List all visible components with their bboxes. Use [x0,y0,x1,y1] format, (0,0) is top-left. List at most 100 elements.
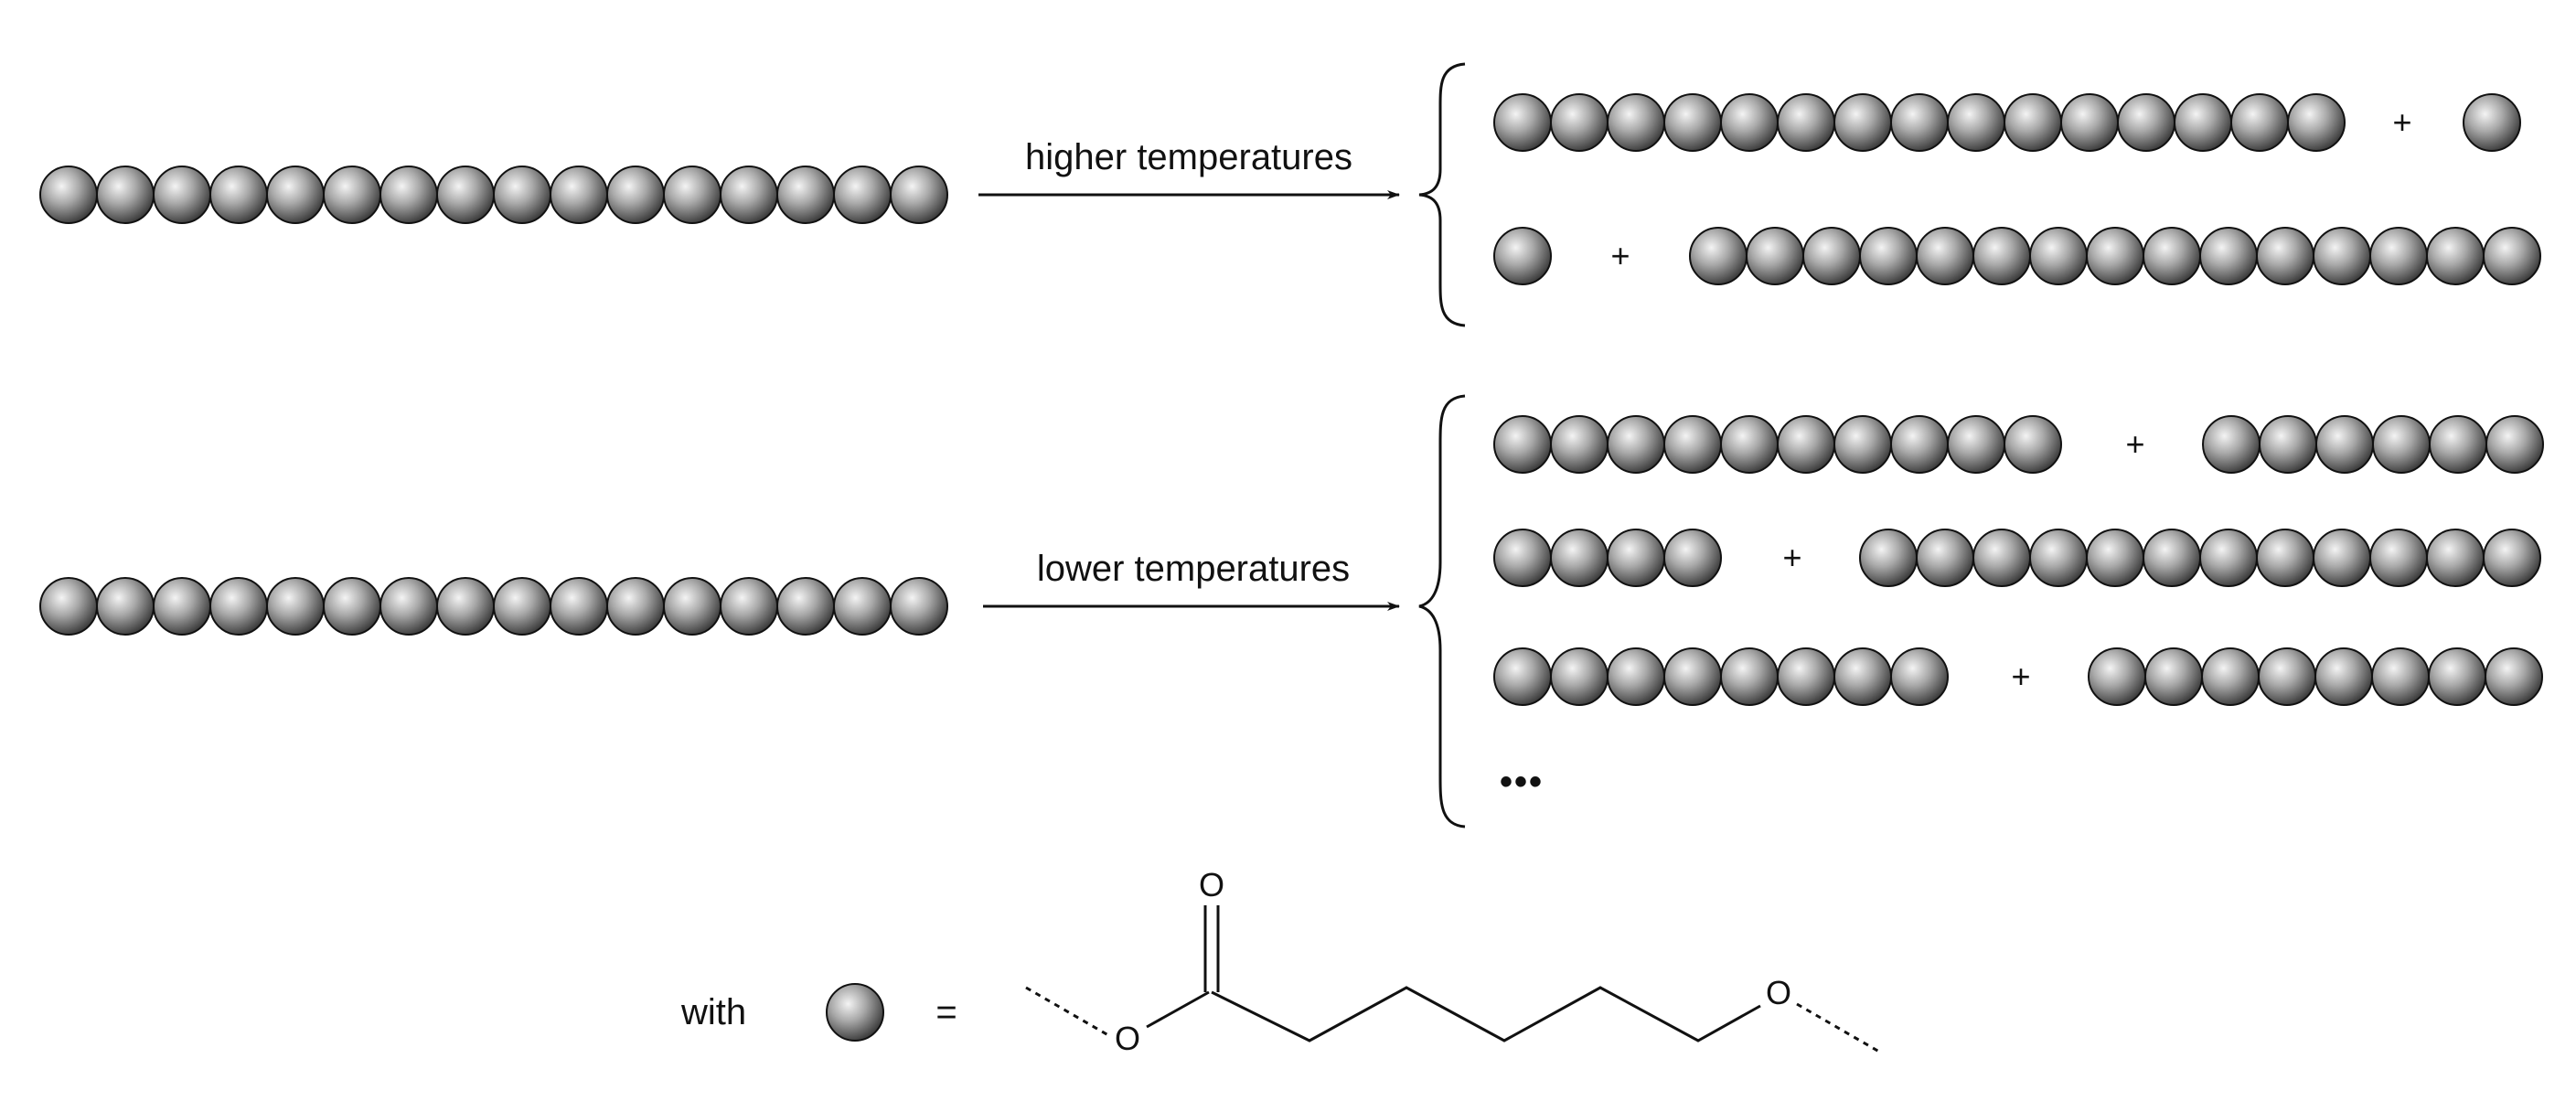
monomer-bead [153,166,211,224]
monomer-bead [2313,529,2371,587]
monomer-bead [1777,647,1835,706]
monomer-bead [1550,647,1609,706]
monomer-bead [1607,529,1665,587]
plus-sign: + [2011,657,2030,695]
product-chain-left [1493,93,2346,152]
monomer-bead [2256,529,2314,587]
dashed-bond-right [1796,1002,1880,1053]
monomer-bead [1833,415,1892,474]
monomer-bead [833,166,892,224]
ether-oxygen-label: O [1766,974,1791,1011]
monomer-bead [1802,227,1861,285]
product-brace-lower [1418,394,1466,828]
monomer-bead [96,577,155,636]
alkyl-chain [1211,986,1761,1042]
monomer-bead [2143,227,2201,285]
monomer-bead [890,577,948,636]
monomer-bead [776,577,835,636]
reaction-lower-temperatures: lower temperatures + + + ••• [39,394,2544,828]
product-chain-left [1493,415,2062,474]
monomer-bead [2314,647,2373,706]
monomer-bead [1689,227,1748,285]
monomer-bead [550,166,608,224]
monomer-bead [1972,227,2031,285]
monomer-bead [2201,647,2260,706]
monomer-bead [1972,529,2031,587]
product-chain-right [2202,415,2544,474]
monomer-bead [2313,227,2371,285]
monomer-bead [209,166,268,224]
monomer-bead [1720,415,1779,474]
monomer-bead [1493,647,1552,706]
monomer-bead [550,577,608,636]
monomer-bead [1777,415,1835,474]
monomer-bead [833,577,892,636]
monomer-bead [1746,227,1804,285]
monomer-bead [606,577,665,636]
monomer-bead [2426,529,2485,587]
monomer-bead [1663,415,1722,474]
product-brace-higher [1418,62,1466,327]
monomer-bead [1663,529,1722,587]
product-chain-right [1859,529,2541,587]
reaction-higher-temperatures: higher temperatures + + [39,62,2541,327]
monomer-bead [2199,529,2258,587]
monomer-bead [2369,227,2428,285]
monomer-bead [2144,647,2203,706]
ester-bond [1146,990,1210,1029]
legend-equals: = [935,992,957,1032]
monomer-bead [2426,227,2485,285]
monomer-bead [266,166,325,224]
legend-bead [826,983,884,1042]
monomer-bead [379,577,438,636]
monomer-bead [720,577,778,636]
monomer-bead [2372,415,2431,474]
legend-with-label: with [680,992,746,1032]
monomer-bead [1833,647,1892,706]
product-chain-left [1493,227,1552,285]
reactant-chain-lower [39,577,948,636]
monomer-bead [2029,227,2088,285]
monomer-bead [720,166,778,224]
monomer-bead [2086,227,2144,285]
monomer-bead [2369,529,2428,587]
monomer-bead [1777,93,1835,152]
monomer-bead [2259,415,2317,474]
monomer-bead [1890,93,1949,152]
ellipsis-more-products: ••• [1500,762,1544,802]
monomer-bead [436,577,495,636]
monomer-bead [1493,227,1552,285]
product-row: + [1493,227,2541,285]
monomer-bead [2428,647,2486,706]
dashed-bond-left [1025,986,1109,1037]
monomer-bead [1720,647,1779,706]
monomer-bead [266,577,325,636]
monomer-bead [2483,227,2541,285]
monomer-bead [96,166,155,224]
monomer-bead [2004,415,2062,474]
monomer-bead [1947,415,2005,474]
monomer-bead [1720,93,1779,152]
monomer-bead [436,166,495,224]
product-chain-left [1493,647,1949,706]
reactant-chain-higher [39,166,948,224]
legend: with = O O O [680,866,1880,1057]
monomer-bead [1859,227,1918,285]
arrow-label-higher: higher temperatures [1025,137,1352,177]
monomer-bead [39,166,98,224]
arrow-label-lower: lower temperatures [1037,549,1350,589]
monomer-bead [2143,529,2201,587]
monomer-bead [2117,93,2175,152]
monomer-bead [663,577,721,636]
monomer-bead [2202,415,2261,474]
monomer-bead [2174,93,2232,152]
monomer-bead [1550,415,1609,474]
monomer-bead [2485,647,2543,706]
monomer-bead [1916,227,1974,285]
monomer-bead [379,166,438,224]
product-chain-left [1493,529,1722,587]
monomer-bead [890,166,948,224]
monomer-bead [323,166,381,224]
monomer-bead [2230,93,2289,152]
